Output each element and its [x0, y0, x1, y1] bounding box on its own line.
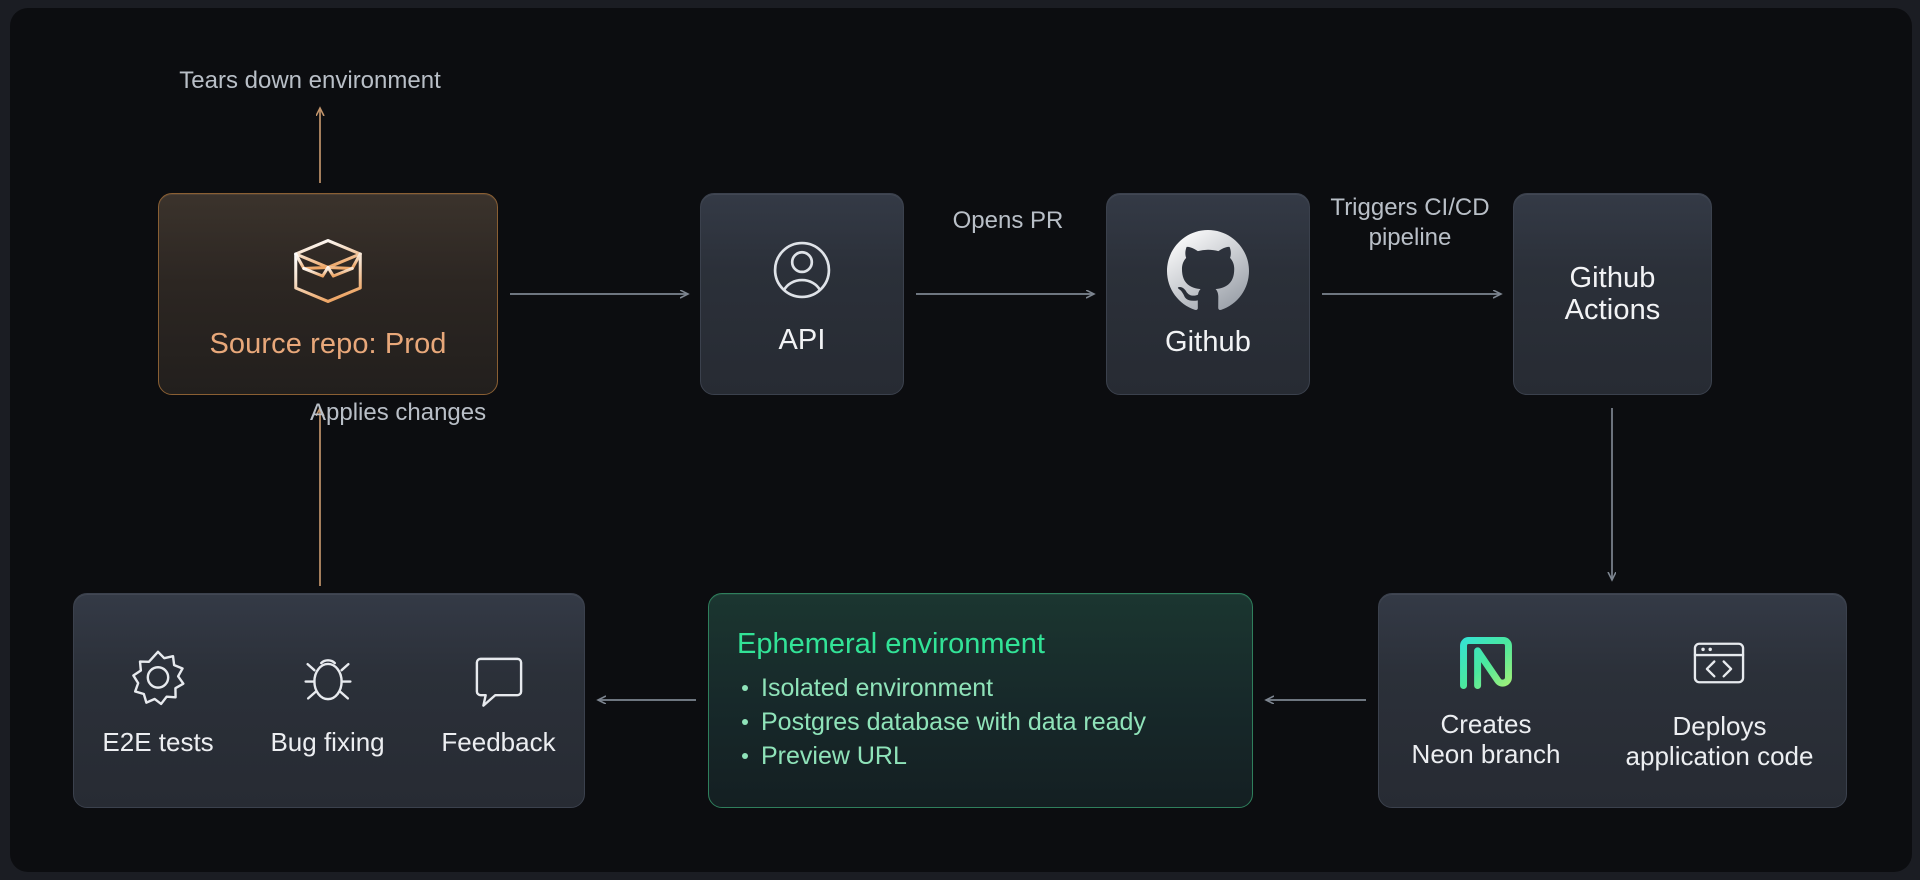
mini-item-creates-neon-branch[interactable]: Creates Neon branch	[1411, 632, 1561, 769]
ephemeral-bullet-list: Isolated environment Postgres database w…	[735, 671, 1146, 773]
node-neon-group[interactable]: Creates Neon branch Deploys application …	[1378, 593, 1847, 808]
mini-item-deploys-application-code[interactable]: Deploys application code	[1625, 630, 1814, 771]
node-ephemeral-environment[interactable]: Ephemeral environment Isolated environme…	[708, 593, 1253, 808]
ephemeral-title: Ephemeral environment	[737, 628, 1045, 660]
node-api[interactable]: API	[700, 193, 904, 395]
mini-label-bug-fixing: Bug fixing	[270, 726, 385, 757]
mini-label-line2: Neon branch	[1411, 738, 1561, 769]
ephemeral-bullet: Postgres database with data ready	[735, 705, 1146, 739]
ephemeral-bullet: Isolated environment	[735, 671, 1146, 705]
node-github[interactable]: Github	[1106, 193, 1310, 395]
user-circle-icon	[764, 232, 840, 308]
mini-item-e2e-tests[interactable]: E2E tests	[102, 644, 214, 757]
node-label-github: Github	[1164, 325, 1252, 358]
mini-label-creates-neon-branch: Creates Neon branch	[1411, 709, 1561, 769]
bug-icon	[294, 644, 362, 712]
gear-icon	[124, 644, 192, 712]
mini-label-line1: Creates	[1440, 709, 1532, 740]
mini-item-feedback[interactable]: Feedback	[441, 644, 556, 757]
diagram-edges	[10, 8, 1912, 872]
edge-label-tears-down: Tears down environment	[179, 67, 441, 94]
ephemeral-bullet: Preview URL	[735, 739, 1146, 773]
mini-label-line2: application code	[1625, 740, 1814, 771]
node-feedback-group[interactable]: E2E tests Bug fixing	[73, 593, 585, 808]
mini-label-line1: Deploys	[1672, 711, 1767, 742]
speech-bubble-icon	[465, 644, 533, 712]
mini-label-feedback: Feedback	[441, 726, 556, 757]
node-github-actions[interactable]: Github Actions	[1513, 193, 1712, 395]
neon-logo-icon	[1455, 632, 1517, 694]
mini-label-e2e-tests: E2E tests	[102, 726, 214, 757]
node-label-api: API	[778, 323, 826, 356]
edge-label-applies-changes: Applies changes	[310, 399, 487, 426]
box-icon	[285, 228, 371, 314]
node-label-github-actions-line1: Github	[1569, 261, 1656, 294]
node-label-github-actions-line2: Actions	[1564, 294, 1661, 326]
edge-label-opens-pr: Opens PR	[952, 207, 1064, 234]
code-window-icon	[1686, 630, 1752, 696]
mini-label-deploys-application-code: Deploys application code	[1625, 711, 1814, 771]
node-source-repo[interactable]: Source repo: Prod	[158, 193, 498, 395]
diagram-canvas: Tears down environment Applies changes O…	[10, 8, 1912, 872]
edge-label-triggers-pipeline: Triggers CI/CD pipeline	[1330, 194, 1490, 251]
node-label-source-repo: Source repo: Prod	[209, 327, 447, 360]
mini-item-bug-fixing[interactable]: Bug fixing	[270, 644, 385, 757]
github-icon	[1167, 229, 1249, 312]
